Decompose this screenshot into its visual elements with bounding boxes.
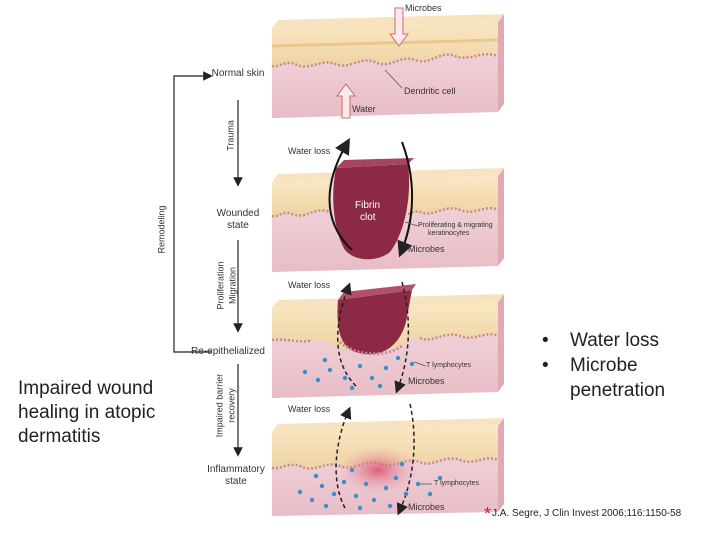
transition-recovery: recovery	[226, 388, 237, 423]
panel2-clot-label: clot	[360, 212, 376, 223]
bullet-list: • Water loss • Microbe penetration	[540, 328, 710, 403]
panel2-keratinocytes-label-1: Proliferating & migrating	[418, 222, 493, 229]
panel3-tlymph-label: T lymphocytes	[426, 362, 471, 369]
bullet-dot: •	[542, 355, 549, 376]
bullet-dot: •	[542, 330, 549, 351]
panel1-dendritic-label: Dendritic cell	[404, 86, 456, 96]
transition-remodeling: Remodeling	[156, 205, 167, 254]
panel3-microbes-label: Microbes	[408, 376, 445, 386]
panel2-fibrin-label: Fibrin	[355, 200, 381, 211]
bullet-text: Microbe penetration	[570, 355, 666, 401]
flow-arrows	[173, 71, 243, 457]
citation: *J.A. Segre, J Clin Invest 2006;116:1150…	[484, 504, 681, 525]
bullet-microbe-penetration: • Microbe penetration	[540, 353, 710, 403]
panel-wounded-state	[271, 138, 504, 272]
panel2-microbes-label: Microbes	[408, 244, 445, 254]
bullet-text: Water loss	[570, 330, 660, 351]
stage-normal-skin: Normal skin	[211, 68, 265, 79]
panel1-microbes-label: Microbes	[405, 3, 442, 13]
citation-star: *	[484, 504, 492, 524]
panel4-tlymph-label: T lymphocytes	[434, 480, 479, 487]
stage-wounded-state: Wounded state	[216, 208, 260, 231]
panel3-water-loss-label: Water loss	[288, 280, 331, 290]
panel-inflammatory-state	[271, 403, 504, 516]
panel2-water-loss-label: Water loss	[288, 146, 331, 156]
panel2-keratinocytes-label-2: keratinocytes	[428, 230, 470, 237]
panel-reepithelialized	[271, 281, 504, 398]
panel-normal-skin	[271, 7, 504, 119]
transition-impaired-barrier: Impaired barrier	[214, 373, 225, 438]
transition-trauma: Trauma	[225, 120, 236, 151]
stage-inflammatory-state: Inflammatory state	[207, 464, 265, 487]
transition-migration: Migration	[227, 267, 238, 305]
panel4-water-loss-label: Water loss	[288, 404, 331, 414]
transition-proliferation: Proliferation	[215, 261, 226, 310]
bullet-water-loss: • Water loss	[540, 328, 710, 353]
panel4-microbes-label: Microbes	[408, 502, 445, 512]
stage-reepithelialized: Re-epithelialized	[191, 346, 265, 357]
slide-title: Impaired wound healing in atopic dermati…	[18, 378, 156, 447]
panel1-water-label: Water	[352, 104, 376, 114]
citation-text: J.A. Segre, J Clin Invest 2006;116:1150-…	[492, 508, 682, 519]
